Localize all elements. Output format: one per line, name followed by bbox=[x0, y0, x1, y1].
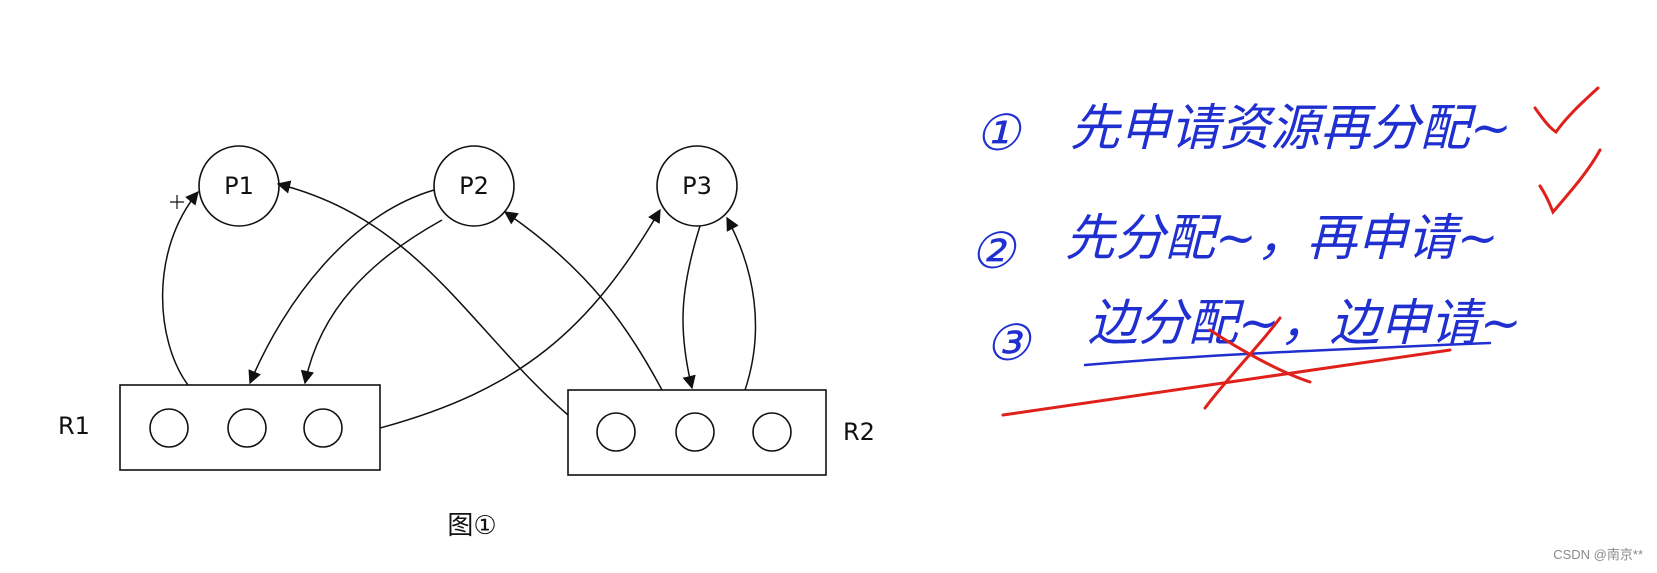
resource-node-r1 bbox=[119, 384, 381, 471]
svg-text:③: ③ bbox=[985, 314, 1032, 372]
process-node-p2: P2 bbox=[433, 145, 515, 227]
edge-r1-to-p1 bbox=[161, 190, 199, 386]
edge-r2-to-p1 bbox=[276, 180, 569, 416]
edge-p3-to-r2 bbox=[682, 225, 701, 390]
process-node-p3: P3 bbox=[656, 145, 738, 227]
edge-r2-to-p2 bbox=[503, 211, 663, 391]
resource-instance bbox=[596, 412, 636, 452]
svg-text:P1: P1 bbox=[224, 172, 254, 200]
check-mark-1 bbox=[1533, 86, 1600, 135]
svg-text:先分配~，再申请~: 先分配~，再申请~ bbox=[1065, 209, 1499, 267]
resource-instance bbox=[752, 412, 792, 452]
edge-p2-to-r1-b bbox=[300, 219, 443, 385]
resource-instance bbox=[675, 412, 715, 452]
resource-instance bbox=[303, 408, 343, 448]
svg-text:②: ② bbox=[970, 222, 1017, 280]
svg-text:边分配~，边申请~: 边分配~，边申请~ bbox=[1088, 294, 1522, 352]
svg-text:P2: P2 bbox=[459, 172, 489, 200]
check-mark-2 bbox=[1538, 148, 1602, 215]
handwritten-note-1: ① 先申请资源再分配~ bbox=[975, 99, 1512, 162]
resource-instance bbox=[149, 408, 189, 448]
handwritten-note-3: ③ 边分配~，边申请~ bbox=[985, 294, 1522, 372]
edge-r2-to-p3 bbox=[726, 216, 757, 391]
svg-text:先申请资源再分配~: 先申请资源再分配~ bbox=[1070, 99, 1512, 157]
handwritten-note-2: ② 先分配~，再申请~ bbox=[970, 209, 1499, 280]
underline-blue bbox=[1083, 341, 1492, 367]
svg-text:P3: P3 bbox=[682, 172, 712, 200]
watermark: CSDN @南京** bbox=[1553, 547, 1643, 562]
edge-p2-to-r1-a bbox=[248, 189, 435, 385]
figure-caption: 图① bbox=[447, 511, 496, 541]
cursor-cross bbox=[170, 195, 184, 209]
resource-instance bbox=[227, 408, 267, 448]
resource-label-r2: R2 bbox=[843, 418, 875, 446]
cross-mark-red bbox=[1203, 316, 1312, 410]
resource-node-r2 bbox=[567, 389, 827, 476]
resource-label-r1: R1 bbox=[58, 412, 90, 440]
process-node-p1: P1 bbox=[198, 145, 280, 227]
svg-text:①: ① bbox=[975, 104, 1022, 162]
edge-r1-to-p3 bbox=[379, 208, 661, 429]
